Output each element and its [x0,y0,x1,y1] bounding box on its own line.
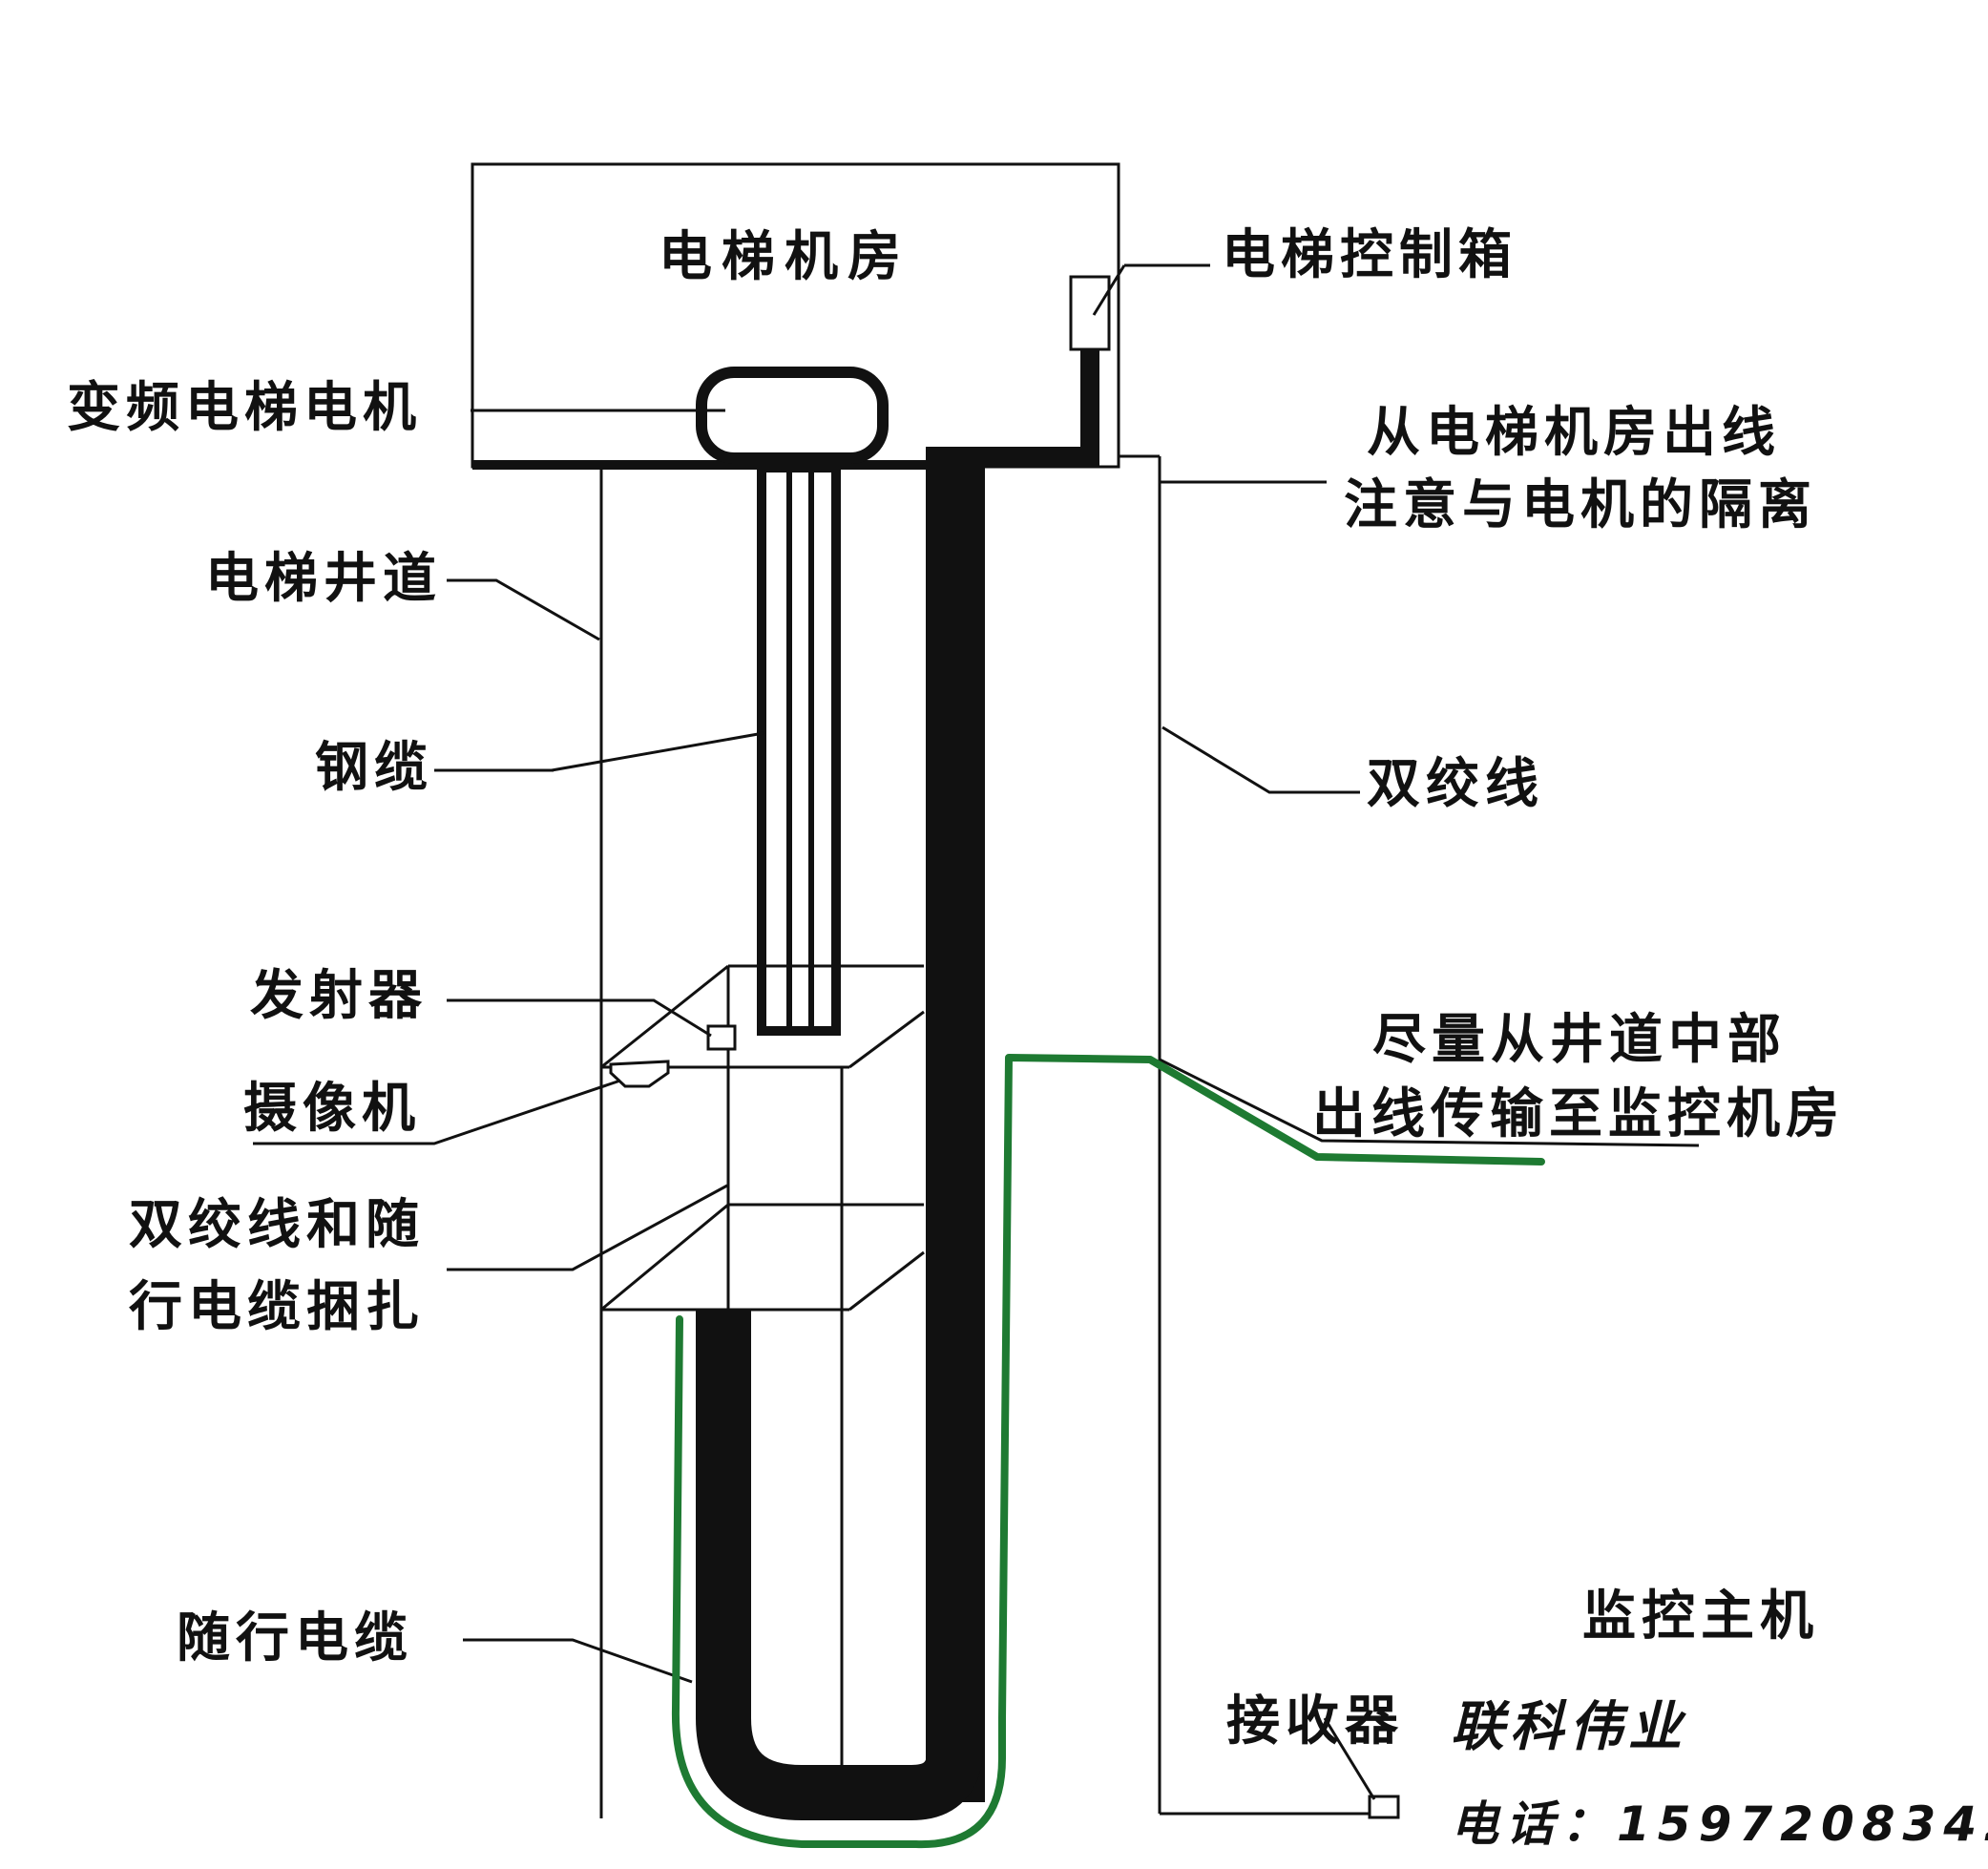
shaft-label: 电梯井道 [205,548,442,610]
steel-cable-label: 钢缆 [315,737,433,799]
elevator-shaft: 电梯井道 [205,454,1379,1818]
trailing-cable-label: 随行电缆 [177,1607,413,1670]
exit-note-line1: 从电梯机房出线 [1367,402,1781,464]
watermark-phone: 电话：15972083424 [1451,1796,1988,1852]
control-cable [926,349,1099,468]
receiver: 接收器 [1226,1690,1404,1819]
bundle-note: 双绞线和随 行电缆捆扎 [129,1184,728,1338]
steel-cable: 钢缆 [315,463,841,1036]
twisted-pair-cable [926,456,985,1802]
twisted-pair-label: 双绞线 [1367,753,1544,815]
watermark-company: 联科伟业 [1451,1696,1687,1758]
route-note: 尽量从井道中部 出线传输至监控机房 [1159,1009,1845,1147]
transmitter: 发射器 [250,965,737,1051]
monitor-host: 监控主机 [1582,1586,1819,1648]
vfd-motor: 变频电梯电机 [67,367,889,464]
receiver-label: 接收器 [1226,1690,1404,1753]
elevator-car [600,964,925,1818]
machine-room-label: 电梯机房 [659,226,910,288]
transmitter-label: 发射器 [250,965,428,1027]
watermark: 联科伟业 电话：15972083424 [1403,1656,1988,1869]
exit-note-line2: 注意与电机的隔离 [1344,474,1817,536]
camera: 摄像机 [243,1060,670,1145]
control-box: 电梯控制箱 [1069,224,1517,351]
monitor-host-label: 监控主机 [1582,1586,1819,1648]
bundle-label-line2: 行电缆捆扎 [129,1276,425,1338]
bundle-label-line1: 双绞线和随 [129,1194,425,1256]
trailing-cable-callout: 随行电缆 [177,1607,693,1684]
camera-label: 摄像机 [243,1078,421,1140]
vfd-motor-label: 变频电梯电机 [67,377,422,439]
exit-note: 从电梯机房出线 注意与电机的隔离 [1160,402,1817,536]
twisted-pair-callout: 双绞线 [1161,725,1544,815]
trailing-cable [696,1310,983,1820]
recommended-route [671,1054,1545,1849]
route-note-line2: 出线传输至监控机房 [1312,1083,1845,1145]
control-box-label: 电梯控制箱 [1222,224,1517,286]
route-note-line1: 尽量从井道中部 [1372,1009,1787,1071]
